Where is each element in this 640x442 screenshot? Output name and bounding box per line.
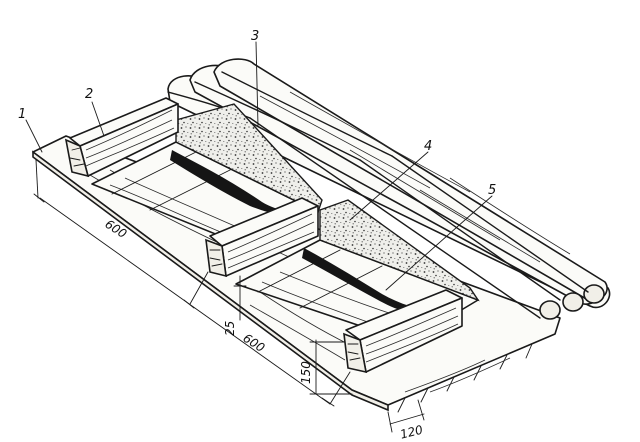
joist-front <box>343 289 463 374</box>
label-5: 5 <box>488 183 496 198</box>
dimension-25: 25 <box>223 321 237 336</box>
label-4: 4 <box>424 139 432 154</box>
leader-lines <box>25 41 493 291</box>
dimension-600-second: 600 <box>240 331 267 355</box>
round-logs-3 <box>167 58 611 320</box>
label-2: 2 <box>85 87 93 102</box>
dimension-150: 150 <box>299 361 313 384</box>
dimension-lines <box>33 159 425 433</box>
joist-middle <box>205 197 319 278</box>
joist-back <box>64 97 179 178</box>
label-3: 3 <box>251 29 259 44</box>
dimension-120: 120 <box>399 422 425 441</box>
label-1: 1 <box>18 107 26 122</box>
